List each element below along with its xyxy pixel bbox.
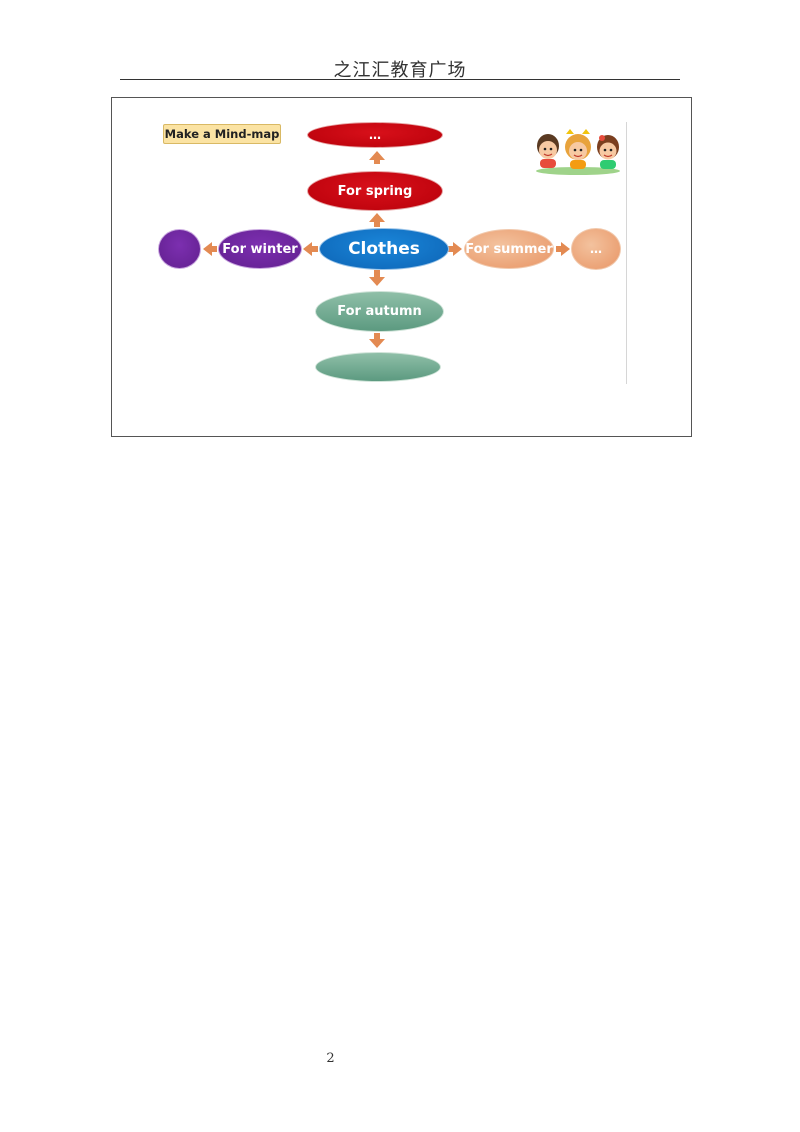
slide-frame: Make a Mind-map … For spring Clothes For…	[111, 97, 692, 437]
arrow-up-spring	[369, 213, 385, 227]
header-rule	[120, 79, 680, 80]
arrow-left-winter-more	[203, 242, 217, 256]
arrow-left-winter	[303, 242, 318, 256]
connector-arrows	[203, 151, 570, 348]
node-summer-more: …	[571, 228, 621, 270]
slide-divider	[626, 122, 627, 384]
node-winter-more	[158, 229, 201, 269]
slide-title: Make a Mind-map	[163, 124, 281, 144]
arrow-down-autumn	[369, 270, 385, 286]
node-spring-more: …	[307, 122, 443, 148]
node-winter: For winter	[218, 229, 302, 269]
arrow-right-summer	[448, 242, 462, 256]
node-summer: For summer	[464, 229, 554, 269]
node-autumn-more	[315, 352, 441, 382]
node-autumn: For autumn	[315, 291, 444, 332]
cartoon-kids-icon	[536, 129, 620, 175]
arrow-down-autumn-more	[369, 333, 385, 348]
arrow-right-summer-more	[556, 242, 570, 256]
node-center-clothes: Clothes	[319, 228, 449, 270]
page-number: 2	[326, 1051, 335, 1066]
node-spring: For spring	[307, 171, 443, 211]
arrow-up-spring-more	[369, 151, 385, 164]
header-title: 之江汇教育广场	[333, 60, 467, 81]
